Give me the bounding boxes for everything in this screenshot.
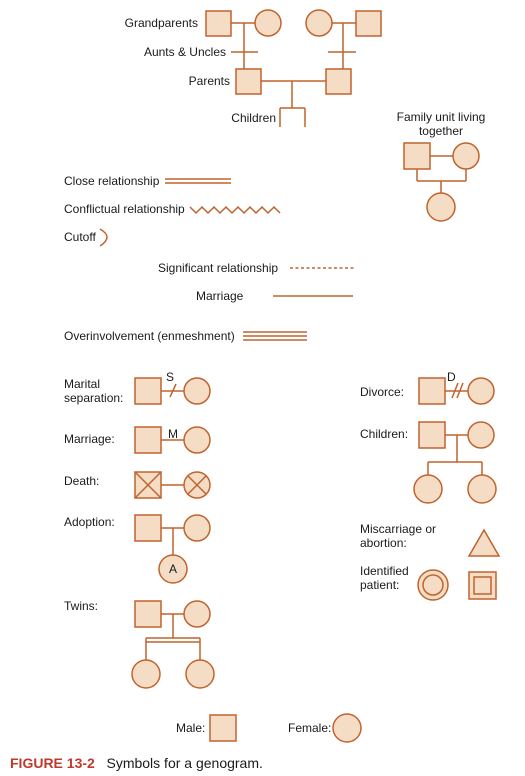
death-female-x-2 bbox=[187, 475, 207, 495]
separation-slash bbox=[169, 383, 177, 398]
death-symbol bbox=[134, 471, 211, 499]
label-aunts-uncles: Aunts & Uncles bbox=[143, 45, 226, 59]
miscarriage-triangle-symbol bbox=[467, 528, 501, 557]
adoption-symbol bbox=[134, 514, 211, 584]
separation-female-symbol bbox=[183, 377, 211, 405]
twins-father-symbol bbox=[134, 600, 162, 628]
figure-caption: FIGURE 13-2 Symbols for a genogram. bbox=[10, 755, 263, 771]
label-marriage-letter: M bbox=[168, 427, 178, 441]
label-grandparents: Grandparents bbox=[124, 16, 198, 30]
family-unit-child-symbol bbox=[426, 192, 456, 222]
label-identified-patient: Identified patient: bbox=[360, 564, 409, 592]
children-father-symbol bbox=[418, 421, 446, 449]
separation-male-symbol bbox=[134, 377, 162, 405]
family-tree bbox=[205, 9, 382, 127]
label-divorce: Divorce: bbox=[360, 385, 405, 399]
divorce-slash-1 bbox=[451, 382, 459, 399]
label-children-top: Children bbox=[231, 111, 276, 125]
label-twins: Twins: bbox=[64, 599, 99, 613]
label-overinvolvement: Overinvolvement (enmeshment) bbox=[64, 329, 235, 343]
label-family-unit: Family unit living together bbox=[396, 110, 486, 138]
legend-male-symbol bbox=[209, 714, 237, 742]
label-parents: Parents bbox=[188, 74, 230, 88]
children-child-1-symbol bbox=[413, 474, 443, 504]
children-mother-symbol bbox=[467, 421, 495, 449]
label-cutoff: Cutoff bbox=[64, 230, 96, 244]
label-adoption-letter: A bbox=[168, 562, 177, 576]
legend-female-symbol bbox=[332, 713, 362, 743]
marriage-female-symbol bbox=[183, 426, 211, 454]
twins-mother-symbol bbox=[183, 600, 211, 628]
label-children-symbol: Children: bbox=[360, 427, 409, 441]
label-significant-relationship: Significant relationship bbox=[158, 261, 279, 275]
divorce-female-symbol bbox=[467, 377, 495, 405]
children-symbol bbox=[413, 421, 497, 504]
twins-symbol bbox=[131, 600, 215, 689]
children-child-2-symbol bbox=[467, 474, 497, 504]
genogram-shapes bbox=[99, 9, 501, 743]
identified-patient-female-inner bbox=[422, 574, 444, 596]
marriage-symbol bbox=[134, 426, 211, 454]
figure-caption-text: Symbols for a genogram. bbox=[106, 755, 263, 771]
adoption-male-symbol bbox=[134, 514, 162, 542]
grandfather-right-male-symbol bbox=[355, 10, 382, 37]
label-death: Death: bbox=[64, 474, 100, 488]
family-unit-male-symbol bbox=[403, 142, 431, 170]
label-marriage-line: Marriage bbox=[196, 289, 244, 303]
adoption-child-symbol bbox=[158, 554, 188, 584]
label-marital-separation: Marital separation: bbox=[64, 377, 124, 405]
label-close-relationship: Close relationship bbox=[64, 174, 160, 188]
divorce-male-symbol bbox=[418, 377, 446, 405]
death-male-x-2 bbox=[134, 471, 162, 499]
parent-mother-symbol bbox=[325, 68, 352, 95]
identified-patient-male-outer bbox=[468, 571, 497, 600]
family-unit-female-symbol bbox=[452, 142, 480, 170]
grandmother-left-female-symbol bbox=[254, 9, 282, 37]
label-female: Female: bbox=[288, 721, 332, 735]
label-separation-letter: S bbox=[166, 370, 175, 384]
identified-patient-male-inner bbox=[473, 576, 492, 595]
label-adoption: Adoption: bbox=[64, 515, 115, 529]
adoption-female-symbol bbox=[183, 514, 211, 542]
grandfather-left-male-symbol bbox=[205, 10, 232, 37]
twins-child-2-symbol bbox=[185, 659, 215, 689]
divorce-symbol bbox=[418, 377, 495, 405]
family-unit-symbol bbox=[403, 142, 480, 222]
label-conflictual-relationship: Conflictual relationship bbox=[64, 202, 185, 216]
label-male: Male: bbox=[176, 721, 206, 735]
parent-father-male-symbol bbox=[235, 68, 262, 95]
identified-patient-symbol bbox=[417, 569, 497, 601]
marriage-male-symbol bbox=[134, 426, 162, 454]
conflictual-relationship-zigzag bbox=[189, 205, 281, 215]
label-miscarriage: Miscarriage or abortion: bbox=[360, 522, 437, 550]
label-marriage-symbol: Marriage: bbox=[64, 432, 115, 446]
divorce-slash-2 bbox=[456, 382, 464, 399]
figure-number: FIGURE 13-2 bbox=[10, 755, 95, 771]
twins-child-1-symbol bbox=[131, 659, 161, 689]
marital-separation-symbol bbox=[134, 377, 211, 405]
grandmother-right-female-symbol bbox=[305, 9, 333, 37]
label-divorce-letter: D bbox=[447, 370, 456, 384]
cutoff-arc-symbol bbox=[99, 228, 108, 247]
